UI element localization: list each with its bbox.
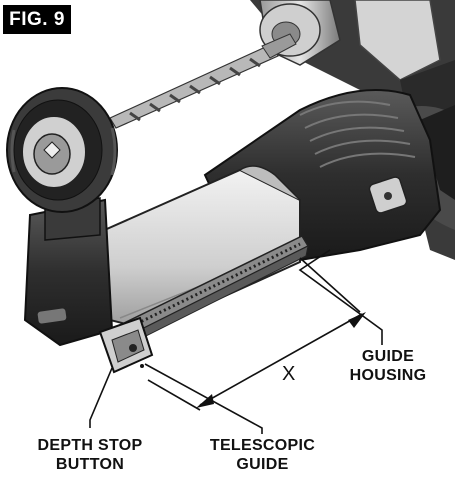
telescopic-channel <box>98 165 301 332</box>
depth-stop-button-part <box>98 316 154 374</box>
telescopic-guide-label-line2: GUIDE <box>236 456 289 473</box>
depth-stop-button-label-line1: DEPTH STOP <box>37 437 143 454</box>
dimension-x-label: X <box>282 363 296 385</box>
leader-lines <box>89 249 383 434</box>
depth-stop-button-label: DEPTH STOP BUTTON <box>35 436 145 474</box>
telescopic-guide-label-line1: TELESCOPIC <box>209 437 316 454</box>
depth-stop-button-label-line2: BUTTON <box>55 456 125 473</box>
guide-housing-label-line2: HOUSING <box>349 367 427 384</box>
dust-cap <box>6 87 118 347</box>
drill-bit <box>109 33 297 129</box>
guide-housing-label-line1: GUIDE <box>361 348 415 365</box>
telescopic-guide-rail <box>116 235 310 347</box>
telescopic-guide-label: TELESCOPIC GUIDE <box>205 436 320 474</box>
guide-housing-label: GUIDE HOUSING <box>338 347 438 385</box>
figure-label: FIG. 9 <box>3 5 71 34</box>
dimension-arrowheads <box>196 312 366 408</box>
